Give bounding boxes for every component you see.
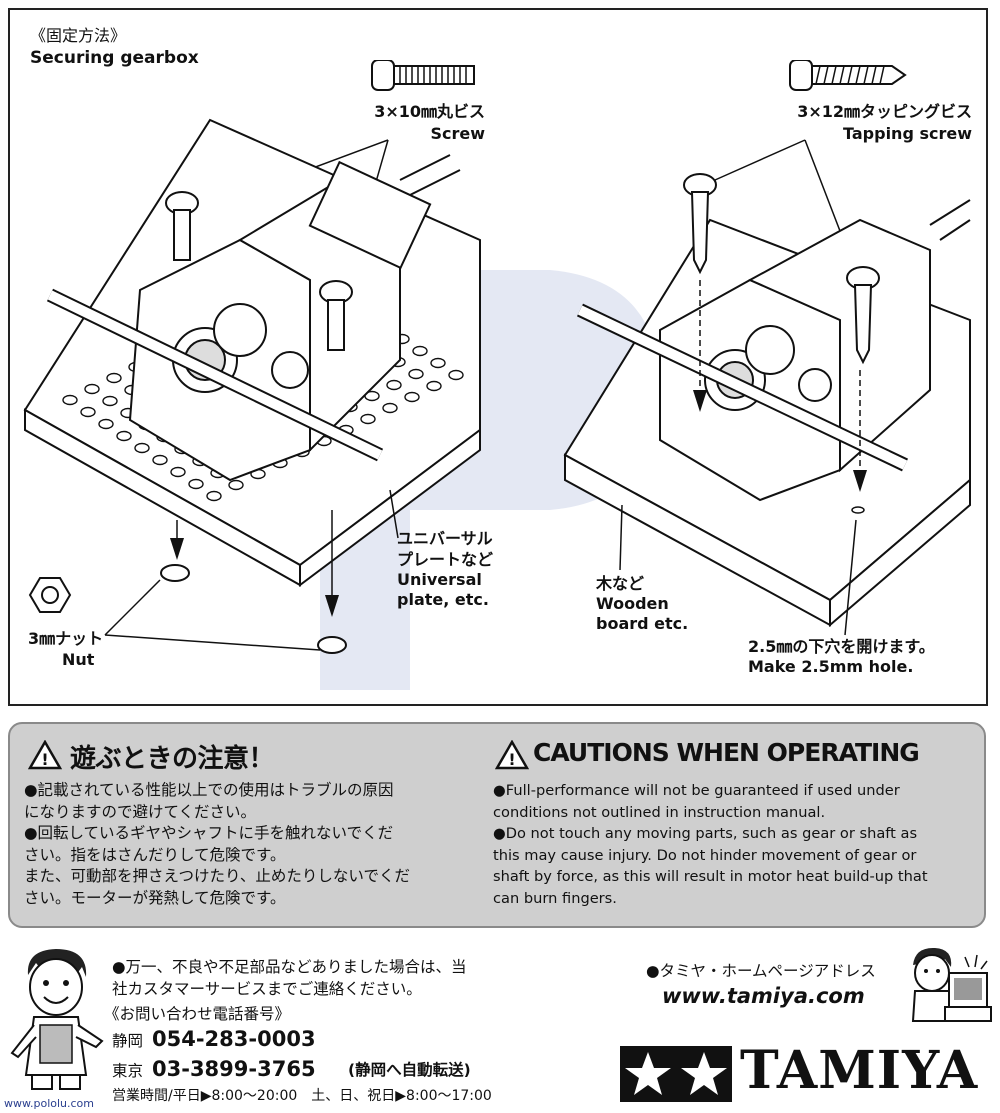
plate-hole	[386, 379, 402, 391]
plate-label-jp-1: ユニバーサル	[397, 529, 493, 548]
tapping-screw-icon	[846, 266, 880, 365]
plate-hole	[62, 394, 78, 406]
gearbox-body	[576, 199, 971, 502]
plate-hole	[360, 413, 376, 425]
tapping-screw-icon	[789, 60, 907, 91]
warning-triangle-icon: !	[495, 740, 529, 770]
plate-hole	[412, 345, 428, 357]
instruction-panel	[8, 8, 988, 706]
tokyo-transfer-note: (静岡へ自動転送)	[348, 1061, 471, 1079]
plate-hole	[102, 395, 118, 407]
cautions-title-jp: 遊ぶときの注意！	[70, 744, 275, 774]
defect-notice-line-2: 社カスタマーサービスまでご連絡ください。	[112, 980, 422, 998]
plate-hole	[106, 372, 122, 384]
plate-hole	[430, 357, 446, 369]
plate-hole	[152, 454, 168, 466]
plate-hole	[80, 406, 96, 418]
plate-hole	[116, 430, 132, 442]
tamiya-brand-wordmark: TAMIYA	[740, 1040, 979, 1101]
shizuoka-phone[interactable]: 054-283-0003	[152, 1027, 316, 1051]
cautions-title-en: CAUTIONS WHEN OPERATING	[533, 738, 920, 767]
warning-glyph: !	[41, 750, 48, 769]
hex-nut-icon	[28, 577, 72, 613]
warning-triangle-icon: !	[28, 740, 62, 770]
hole-label-en: Make 2.5mm hole.	[748, 657, 914, 676]
board-label-jp: 木など	[596, 574, 645, 593]
tokyo-phone[interactable]: 03-3899-3765	[152, 1057, 316, 1081]
cautions-panel	[8, 722, 986, 928]
caution-line-jp: さい。モーターが発熱して危険です。	[24, 888, 286, 907]
board-label-en-1: Wooden	[596, 594, 669, 613]
section-title-jp: 《固定方法》	[30, 26, 127, 45]
plate-hole	[188, 478, 204, 490]
homepage-url[interactable]: www.tamiya.com	[662, 984, 865, 1008]
plate-hole	[134, 442, 150, 454]
plate-hole	[408, 368, 424, 380]
defect-notice-line-1: ●万一、不良や不足部品などありました場合は、当	[112, 958, 467, 976]
caution-line-jp: ●回転しているギヤやシャフトに手を触れないでくだ	[24, 824, 394, 842]
nut-label-jp: 3㎜ナット	[28, 629, 104, 648]
board-label-en-2: board etc.	[596, 614, 689, 633]
nut-label-en: Nut	[62, 650, 95, 669]
plate-hole	[228, 479, 244, 491]
plate-hole	[448, 369, 464, 381]
section-title-en: Securing gearbox	[30, 48, 199, 68]
homepage-label: ●タミヤ・ホームページアドレス	[646, 962, 876, 980]
right-gearbox-diagram	[563, 60, 971, 636]
tapping-screw-label-jp: 3×12㎜タッピングビス	[797, 102, 972, 121]
plate-hole	[426, 380, 442, 392]
caution-line-jp: ●記載されている性能以上での使用はトラブルの原因	[24, 781, 394, 799]
plate-hole	[206, 490, 222, 502]
shizuoka-label: 静岡	[112, 1032, 144, 1050]
tokyo-label: 東京	[112, 1062, 144, 1080]
caution-line-en: conditions not outlined in instruction m…	[493, 803, 826, 821]
contact-title: 《お問い合わせ電話番号》	[104, 1005, 291, 1023]
tamiya-stars-logo	[620, 1046, 732, 1102]
caution-line-en: ●Full-performance will not be guaranteed…	[493, 782, 900, 799]
screw-icon	[319, 280, 353, 351]
plate-label-jp-2: プレートなど	[397, 550, 494, 569]
computer-mascot-illustration	[911, 947, 992, 1022]
caution-line-jp: さい。指をはさんだりして危険です。	[24, 845, 286, 864]
warning-glyph: !	[508, 750, 515, 769]
plate-hole	[404, 391, 420, 403]
caution-line-jp: また、可動部を押さえつけたり、止めたりしないでくだ	[24, 867, 410, 885]
plate-hole	[170, 466, 186, 478]
caution-line-en: shaft by force, as this will result in m…	[493, 868, 928, 885]
plate-hole	[382, 402, 398, 414]
plate-hole	[84, 383, 100, 395]
cautions-list-jp: ●記載されている性能以上での使用はトラブルの原因 になりますので避けてください。…	[24, 780, 474, 909]
tapping-screw-icon	[683, 173, 717, 275]
caution-line-en: ●Do not touch any moving parts, such as …	[493, 825, 918, 842]
screw-icon	[165, 191, 199, 261]
caution-line-en: this may cause injury. Do not hinder mov…	[493, 846, 917, 864]
screw-label-jp: 3×10㎜丸ビス	[374, 102, 485, 121]
nut-icon	[160, 564, 347, 654]
cautions-list-en: ●Full-performance will not be guaranteed…	[493, 780, 977, 909]
left-gearbox-diagram	[23, 60, 481, 654]
plate-label-en-2: plate, etc.	[397, 590, 489, 609]
screw-label-en: Screw	[430, 124, 485, 143]
hole-label-jp: 2.5㎜の下穴を開けます。	[748, 637, 935, 656]
pololu-watermark: www.pololu.com	[4, 1097, 94, 1110]
screw-icon	[371, 60, 475, 91]
plate-label-en-1: Universal	[397, 570, 482, 589]
plate-hole	[98, 418, 114, 430]
gearbox-body	[46, 154, 461, 482]
caution-line-jp: になりますので避けてください。	[24, 802, 257, 821]
business-hours: 営業時間/平日▶8:00〜20:00 土、日、祝日▶8:00〜17:00	[112, 1088, 492, 1104]
caution-line-en: can burn fingers.	[493, 889, 617, 907]
tapping-screw-label-en: Tapping screw	[843, 124, 972, 143]
mascot-illustration	[10, 949, 104, 1090]
